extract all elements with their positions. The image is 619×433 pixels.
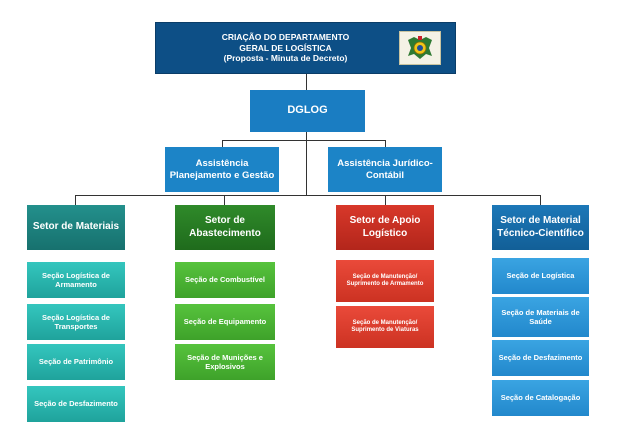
section-label: Seção de Manutenção/ Suprimento de Viatu… xyxy=(351,319,419,334)
section-label: Seção de Patrimônio xyxy=(38,357,114,367)
coat-of-arms-icon xyxy=(399,31,441,65)
title-box: CRIAÇÃO DO DEPARTAMENTO GERAL DE LOGÍSTI… xyxy=(155,22,456,74)
section-box: Seção de Catalogação xyxy=(492,380,589,416)
section-box: Seção de Desfazimento xyxy=(492,340,589,376)
section-label: Seção de Logística xyxy=(506,271,575,281)
section-label: Seção Logística de Armamento xyxy=(42,270,110,289)
connector-assist-right xyxy=(385,140,386,147)
sector-logistic-support-header: Setor de Apoio Logístico xyxy=(336,205,434,250)
sector-logistic-support-label: Setor de Apoio Logístico xyxy=(349,215,421,239)
assistance-planning-label: Assistência Planejamento e Gestão xyxy=(169,157,275,181)
section-box: Seção de Manutenção/ Suprimento de Armam… xyxy=(336,260,434,302)
section-box: Seção de Logística xyxy=(492,258,589,294)
sector-supply-label: Setor de Abastecimento xyxy=(189,215,261,239)
section-label: Seção Logística de Transportes xyxy=(42,312,110,331)
section-label: Seção de Manutenção/ Suprimento de Armam… xyxy=(346,273,424,288)
title-line-2: GERAL DE LOGÍSTICA xyxy=(239,42,332,53)
title-line-3: (Proposta - Minuta de Decreto) xyxy=(223,53,348,64)
assistance-legal-box: Assistência Jurídico-Contábil xyxy=(328,147,442,192)
sector-materials-header: Setor de Materiais xyxy=(27,205,125,250)
connector-assist-horizontal xyxy=(222,140,385,141)
dglog-label: DGLOG xyxy=(287,104,328,117)
section-box: Seção de Materiais de Saúde xyxy=(492,297,589,337)
connector-trunk xyxy=(306,140,307,195)
assistance-planning-box: Assistência Planejamento e Gestão xyxy=(165,147,279,192)
section-label: Seção de Catalogação xyxy=(500,393,581,403)
connector-root-down xyxy=(306,132,307,140)
sector-technical-header: Setor de Material Técnico-Científico xyxy=(492,205,589,250)
sector-technical-label: Setor de Material Técnico-Científico xyxy=(497,215,584,239)
section-label: Seção de Equipamento xyxy=(183,317,267,327)
section-label: Seção de Materiais de Saúde xyxy=(501,307,580,326)
assistance-legal-label: Assistência Jurídico-Contábil xyxy=(337,157,433,181)
section-box: Seção Logística de Transportes xyxy=(27,304,125,340)
section-label: Seção de Desfazimento xyxy=(498,353,583,363)
section-box: Seção de Patrimônio xyxy=(27,344,125,380)
connector-sector-4 xyxy=(540,195,541,205)
connector-assist-left xyxy=(222,140,223,147)
section-box: Seção Logística de Armamento xyxy=(27,262,125,298)
connector-sector-2 xyxy=(224,195,225,205)
connector-sectors-horizontal xyxy=(75,195,540,196)
connector-sector-3 xyxy=(385,195,386,205)
title-text: CRIAÇÃO DO DEPARTAMENTO GERAL DE LOGÍSTI… xyxy=(222,32,350,64)
section-label: Seção de Munições e Explosivos xyxy=(187,352,263,371)
section-label: Seção de Combustível xyxy=(184,275,266,285)
connector-title-to-root xyxy=(306,74,307,90)
dglog-box: DGLOG xyxy=(250,90,365,132)
section-box: Seção de Combustível xyxy=(175,262,275,298)
section-box: Seção de Munições e Explosivos xyxy=(175,344,275,380)
section-box: Seção de Manutenção/ Suprimento de Viatu… xyxy=(336,306,434,348)
section-label: Seção de Desfazimento xyxy=(34,399,118,409)
section-box: Seção de Equipamento xyxy=(175,304,275,340)
title-line-1: CRIAÇÃO DO DEPARTAMENTO xyxy=(221,32,350,43)
sector-supply-header: Setor de Abastecimento xyxy=(175,205,275,250)
section-box: Seção de Desfazimento xyxy=(27,386,125,422)
connector-sector-1 xyxy=(75,195,76,205)
sector-materials-label: Setor de Materiais xyxy=(32,221,120,233)
